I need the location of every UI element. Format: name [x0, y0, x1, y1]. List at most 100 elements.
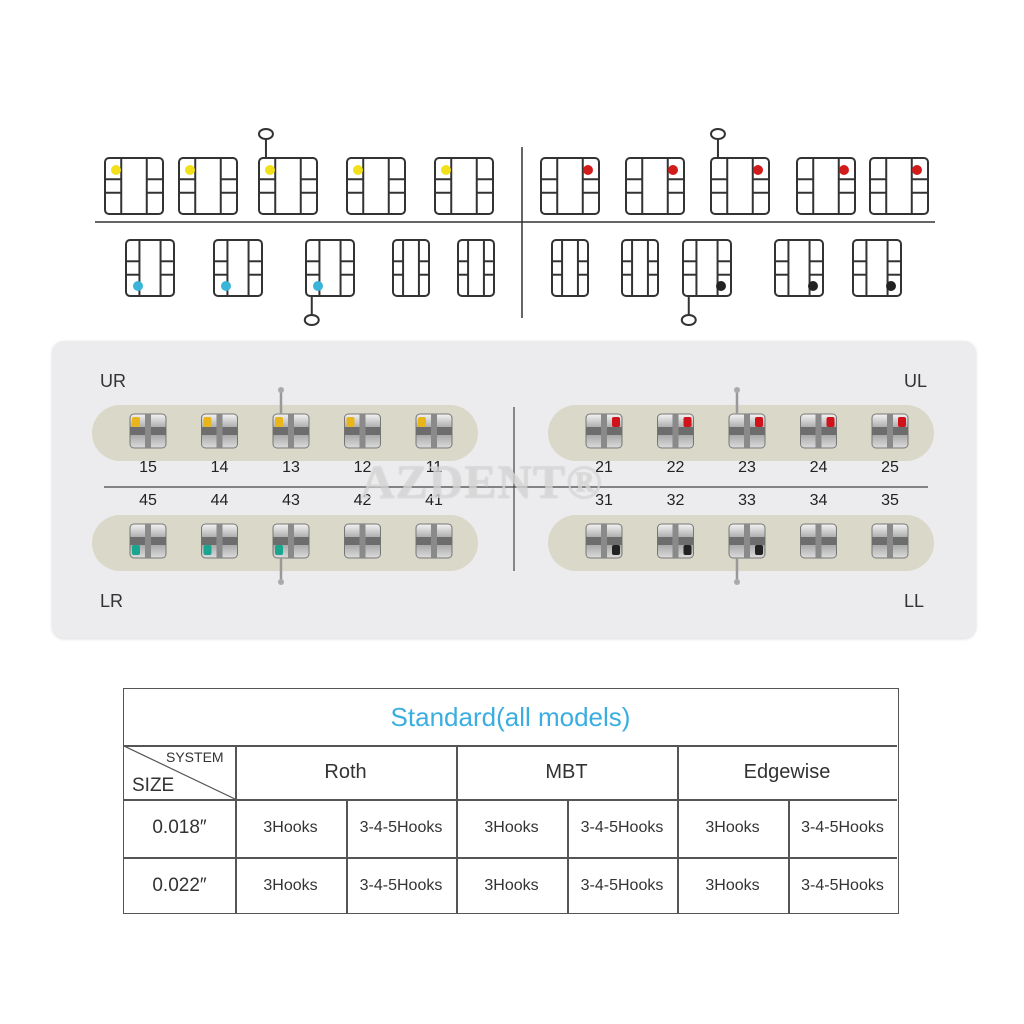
size-value: 0.018″ — [152, 817, 207, 838]
color-id-dot — [275, 545, 283, 555]
corner-system-label: SYSTEM — [166, 749, 224, 765]
quadrant-label-ul: UL — [904, 371, 928, 391]
tooth-number-ul: 25 — [881, 459, 899, 476]
tray-bracket-lr — [344, 523, 381, 559]
hook-option-cell: 3-4-5Hooks — [580, 819, 664, 836]
color-id-dot — [683, 417, 692, 427]
tooth-number-lr: 42 — [353, 492, 372, 509]
color-id-dot — [826, 417, 835, 427]
quadrant-label-ll: LL — [904, 591, 925, 611]
diagram-bracket-ll — [774, 239, 824, 297]
hook-option-cell: 3-4-5Hooks — [801, 819, 884, 836]
table-title: Standard(all models) — [390, 701, 631, 732]
diagram-bracket-ur — [346, 157, 406, 215]
hook-option-cell: 3Hooks — [484, 877, 539, 894]
diagram-bracket-ul — [625, 157, 685, 215]
tooth-number-ll: 34 — [809, 492, 828, 509]
tooth-number-ur: 14 — [210, 459, 229, 476]
tray-bracket-ll — [728, 523, 766, 585]
tray-strips — [92, 387, 934, 585]
color-id-dot — [203, 417, 212, 427]
hook-option-cell: 3Hooks — [263, 819, 318, 836]
diagram-bracket-ll — [680, 239, 732, 326]
color-id-dot — [203, 545, 212, 555]
hook-option-cell: 3-4-5Hooks — [801, 877, 884, 894]
tooth-number-ll: 33 — [738, 492, 756, 509]
color-id-dot — [132, 545, 140, 555]
tray-bracket-lr — [129, 523, 167, 559]
color-id-dot — [612, 417, 620, 427]
tooth-number-ur: 12 — [353, 459, 372, 476]
tray-bracket-lr — [415, 523, 453, 559]
color-id-dot — [346, 417, 355, 427]
tray-bracket-ur — [272, 387, 310, 449]
quadrant-label-ur: UR — [100, 371, 126, 391]
hook-option-cell: 3Hooks — [705, 877, 760, 894]
tooth-number-lr: 41 — [425, 492, 443, 509]
diagram-bracket-lr — [125, 239, 175, 297]
tray-bracket-ll — [871, 523, 909, 559]
tooth-number-lr: 45 — [139, 492, 157, 509]
diagram-bracket-lr — [457, 239, 495, 297]
color-id-dot — [275, 417, 283, 427]
system-header-edgewise: Edgewise — [743, 761, 831, 783]
diagram-bracket-ul — [540, 157, 600, 215]
diagram-bracket-lr — [303, 239, 355, 326]
tray-bracket-ur — [129, 413, 167, 449]
diagram-bracket-ur — [257, 128, 318, 215]
color-id-dot — [612, 545, 620, 555]
color-id-dot — [755, 417, 763, 427]
tray-bracket-ul — [585, 413, 623, 449]
hook-option-cell: 3Hooks — [484, 819, 539, 836]
diagram-bracket-ll — [551, 239, 589, 297]
tooth-number-ll: 32 — [666, 492, 685, 509]
tooth-number-ul: 24 — [809, 459, 828, 476]
bracket-diagram — [95, 128, 935, 326]
system-header-mbt: MBT — [545, 761, 588, 783]
tooth-number-ll: 31 — [595, 492, 613, 509]
spec-table: Standard(all models) SYSTEM SIZE Roth MB… — [123, 688, 899, 914]
hook-option-cell: 3Hooks — [263, 877, 318, 894]
tooth-number-lr: 44 — [210, 492, 229, 509]
color-id-dot — [755, 545, 763, 555]
tray-bracket-ul — [728, 387, 766, 449]
diagram-bracket-ll — [852, 239, 902, 297]
tray-bracket-ur — [415, 413, 453, 449]
hook-option-cell: 3-4-5Hooks — [580, 877, 664, 894]
diagram-bracket-ll — [621, 239, 659, 297]
tooth-number-ul: 23 — [738, 459, 756, 476]
tooth-number-ur: 11 — [425, 459, 443, 476]
corner-size-label: SIZE — [132, 775, 175, 796]
corner-diagonal — [124, 746, 235, 799]
tray-bracket-ur — [201, 413, 238, 449]
hook-option-cell: 3Hooks — [705, 819, 760, 836]
tooth-number-lr: 43 — [282, 492, 300, 509]
tray-bracket-ur — [344, 413, 381, 449]
tray-bracket-ul — [800, 413, 837, 449]
size-value: 0.022″ — [152, 875, 207, 896]
diagram-bracket-ur — [434, 157, 494, 215]
hook-option-cell: 3-4-5Hooks — [359, 877, 443, 894]
tray-bracket-lr — [201, 523, 238, 559]
tray-bracket-lr — [272, 523, 310, 585]
diagram-bracket-ul — [869, 157, 929, 215]
color-id-dot — [898, 417, 906, 427]
tooth-number-ur: 13 — [282, 459, 300, 476]
tooth-number-ul: 21 — [595, 459, 613, 476]
tray-bracket-ul — [871, 413, 909, 449]
color-id-dot — [418, 417, 426, 427]
tooth-number-ul: 22 — [666, 459, 685, 476]
tray-bracket-ll — [657, 523, 694, 559]
tray-bracket-ll — [800, 523, 837, 559]
diagram-bracket-lr — [392, 239, 430, 297]
diagram-bracket-lr — [213, 239, 263, 297]
quadrant-label-lr: LR — [100, 591, 124, 611]
system-header-roth: Roth — [324, 761, 367, 783]
diagram-bracket-ur — [104, 157, 164, 215]
diagram-bracket-ur — [178, 157, 238, 215]
diagram-bracket-ul — [709, 128, 770, 215]
hook-option-cell: 3-4-5Hooks — [359, 819, 443, 836]
tray-bracket-ll — [585, 523, 623, 559]
diagram-bracket-ul — [796, 157, 856, 215]
